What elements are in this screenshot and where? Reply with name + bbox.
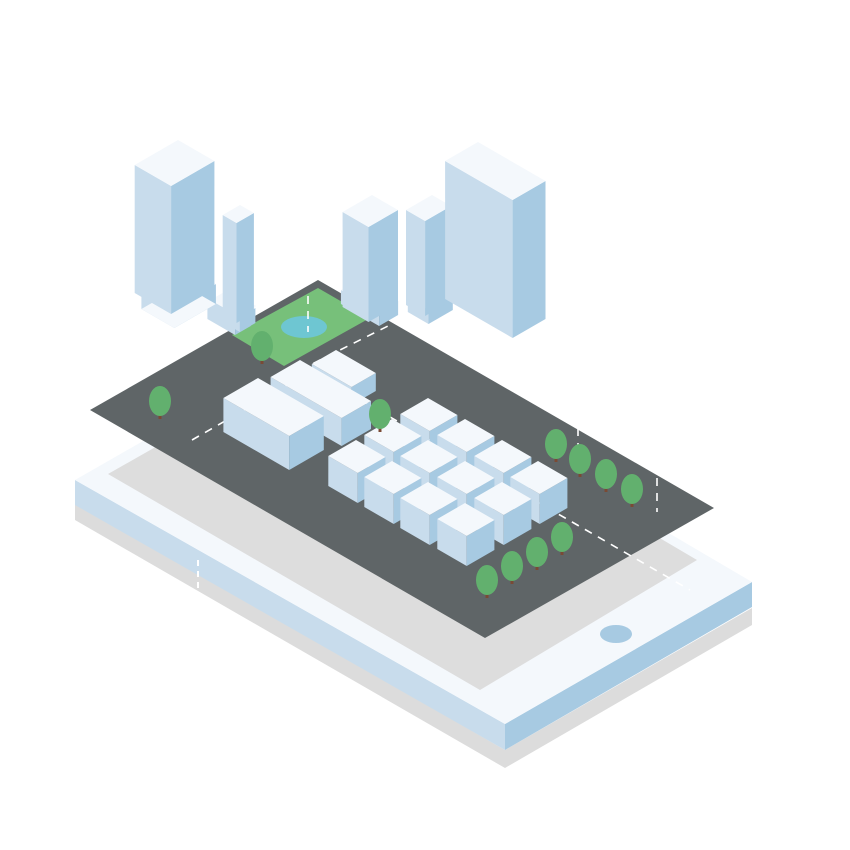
building-face-right xyxy=(425,206,452,316)
pond-icon xyxy=(281,316,327,338)
building-roof xyxy=(474,440,532,473)
building-face-right xyxy=(539,478,568,524)
building-icon xyxy=(445,142,546,338)
building-face-right xyxy=(289,416,324,470)
tree-icon xyxy=(501,551,523,584)
tree-icon xyxy=(476,565,498,598)
lane-marking xyxy=(299,299,441,371)
building-face-left xyxy=(437,519,467,566)
tree-canopy xyxy=(149,386,171,416)
tablet-side-right xyxy=(505,582,752,750)
home-button-icon xyxy=(600,625,632,643)
buildings-group xyxy=(134,140,568,566)
building-roof xyxy=(364,461,422,494)
building-roof xyxy=(406,195,452,221)
building-roof xyxy=(437,461,495,494)
building-roof xyxy=(311,350,376,387)
building-roof xyxy=(223,378,324,436)
building-face-left xyxy=(406,210,426,316)
lane-marking xyxy=(191,371,311,441)
tree-icon xyxy=(595,459,617,492)
building-face-left xyxy=(134,165,172,314)
building-roof xyxy=(510,461,568,494)
tree-canopy xyxy=(551,522,573,552)
building-face-left xyxy=(222,215,237,323)
trees-front xyxy=(149,386,643,598)
tree-canopy xyxy=(595,459,617,489)
tree-canopy xyxy=(501,551,523,581)
building-face-right xyxy=(368,210,398,322)
tree-canopy xyxy=(369,399,391,429)
building-roof xyxy=(400,398,458,431)
building-face-left xyxy=(223,398,290,470)
building-icon xyxy=(134,140,215,314)
building-face-left xyxy=(445,161,513,338)
tree-icon xyxy=(551,522,573,555)
tree-icon xyxy=(149,386,171,419)
city-map-icon xyxy=(90,140,714,638)
tablet-side-left xyxy=(75,480,505,750)
tablet-shadow xyxy=(75,502,752,768)
tree-icon xyxy=(251,331,273,364)
building-roof xyxy=(270,360,371,418)
building-roof xyxy=(445,142,546,200)
building-face-left xyxy=(141,309,175,328)
building-roof xyxy=(222,205,254,223)
building-roof xyxy=(400,440,458,473)
building-face-left xyxy=(364,477,394,524)
building-roof xyxy=(328,440,386,473)
building-face-left xyxy=(342,212,369,322)
tree-canopy xyxy=(526,537,548,567)
building-face-right xyxy=(171,161,215,314)
building-face-right xyxy=(512,181,546,338)
building-roof xyxy=(400,482,458,515)
building-roof xyxy=(342,195,398,227)
tree-icon xyxy=(369,399,391,432)
tree-canopy xyxy=(476,565,498,595)
tree-canopy xyxy=(545,429,567,459)
building-face-left xyxy=(400,498,430,545)
building-face-left xyxy=(328,456,358,503)
tree-canopy xyxy=(251,331,273,361)
building-icon xyxy=(223,378,324,470)
tree-icon xyxy=(526,537,548,570)
building-roof xyxy=(437,419,495,452)
building-face-right xyxy=(341,401,371,446)
tree-icon xyxy=(569,444,591,477)
building-icon xyxy=(406,195,452,316)
trees-back xyxy=(251,331,273,364)
building-icon xyxy=(342,195,398,322)
lane-markings xyxy=(191,296,691,591)
building-face-right xyxy=(503,499,532,545)
tree-canopy xyxy=(569,444,591,474)
lane-marking xyxy=(311,371,691,591)
building-roof xyxy=(474,482,532,515)
building-roof xyxy=(437,503,495,536)
tree-icon xyxy=(621,474,643,507)
building-face-right xyxy=(466,520,495,566)
building-roof xyxy=(134,140,215,186)
tree-icon xyxy=(545,429,567,462)
tree-canopy xyxy=(621,474,643,504)
building-icon xyxy=(222,205,254,323)
building-face-right xyxy=(236,213,254,323)
building-icon xyxy=(437,503,495,566)
